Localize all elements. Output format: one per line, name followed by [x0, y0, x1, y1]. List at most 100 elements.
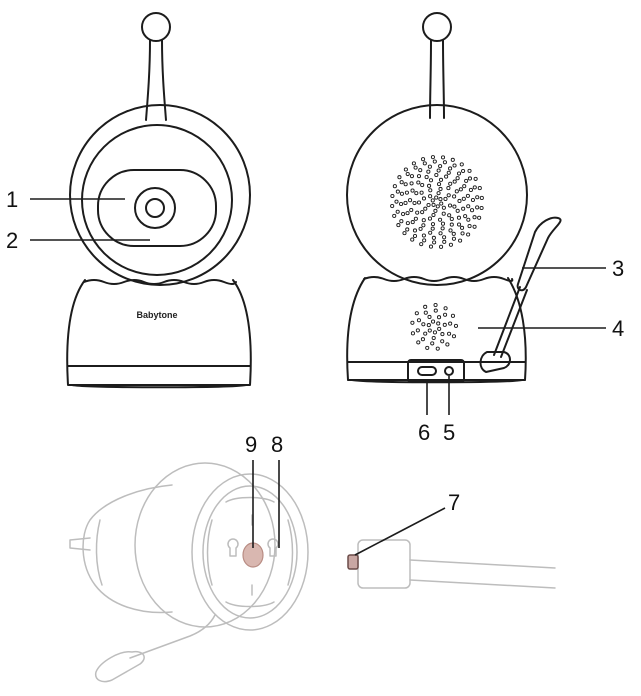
grille-hole: [403, 200, 408, 205]
grille-hole: [433, 308, 438, 313]
grille-hole: [463, 214, 468, 219]
grille-hole: [425, 345, 430, 350]
grille-hole: [431, 335, 436, 341]
grille-hole: [426, 169, 431, 174]
grille-hole: [421, 157, 426, 162]
grille-hole: [431, 202, 436, 207]
grille-hole: [423, 206, 428, 211]
grille-hole: [437, 326, 442, 331]
grille-hole: [431, 235, 436, 240]
antenna-tip-stem: [409, 559, 556, 589]
grille-hole: [436, 321, 441, 326]
grille-hole: [403, 182, 408, 187]
slot-left: [206, 519, 213, 586]
grille-hole: [403, 167, 408, 172]
grille-hole: [435, 346, 440, 351]
grille-hole: [430, 155, 435, 160]
grille-hole: [416, 200, 422, 205]
grille-hole: [441, 205, 446, 210]
grille-hole: [405, 221, 410, 226]
grille-hole: [411, 161, 416, 166]
grille-hole: [415, 328, 420, 333]
grille-hole: [428, 230, 433, 235]
grille-hole: [401, 212, 406, 217]
grille-hole: [412, 200, 417, 206]
antenna-tip-collar: [357, 539, 411, 589]
grille-hole: [397, 175, 402, 180]
grille-hole: [441, 211, 446, 216]
grille-hole: [427, 328, 432, 333]
grille-hole: [427, 183, 432, 188]
callout-8: 8: [271, 432, 283, 457]
grille-hole: [427, 164, 432, 169]
grille-hole: [405, 227, 410, 232]
grille-hole: [466, 204, 471, 209]
grille-hole: [395, 209, 400, 214]
front-head: [69, 104, 251, 286]
antenna-hinge: [479, 351, 511, 373]
grille-hole: [442, 239, 447, 244]
grille-hole: [444, 174, 449, 179]
underside-base-inner: [202, 485, 298, 619]
grille-hole: [442, 322, 447, 327]
grille-hole: [409, 207, 414, 213]
grille-hole: [427, 314, 432, 320]
grille-hole: [458, 238, 463, 243]
grille-hole: [439, 201, 444, 206]
grille-hole: [477, 186, 482, 191]
grille-hole: [438, 164, 443, 169]
grille-hole: [440, 221, 446, 226]
grille-hole: [451, 334, 457, 339]
callout-1: 1: [6, 187, 18, 212]
grille-hole: [452, 204, 457, 209]
grille-hole: [419, 190, 424, 195]
grille-hole: [421, 196, 427, 201]
grille-hole: [405, 211, 410, 216]
underside-antenna-paddle: [94, 650, 145, 683]
grille-hole: [455, 176, 460, 181]
grille-hole: [443, 312, 448, 317]
grille-hole: [428, 194, 433, 199]
grille-hole: [442, 160, 447, 165]
front-hang-strap: [145, 39, 167, 121]
slot-top: [225, 496, 275, 503]
grille-hole: [467, 176, 473, 181]
brand-logo: Babytone: [136, 310, 177, 320]
grille-hole: [452, 163, 457, 168]
grille-hole: [475, 195, 480, 200]
grille-hole: [416, 180, 421, 185]
grille-hole: [468, 187, 473, 192]
grille-hole: [436, 191, 441, 196]
leader-7: [354, 507, 446, 556]
grille-hole: [438, 197, 443, 202]
grille-hole: [448, 166, 453, 171]
grille-hole: [422, 238, 427, 243]
callout-9: 9: [245, 432, 257, 457]
grille-hole: [435, 204, 440, 209]
grille-hole: [440, 339, 445, 344]
grille-hole: [421, 223, 426, 228]
back-view: [346, 12, 606, 415]
grille-hole: [438, 217, 443, 222]
grille-hole: [456, 215, 462, 220]
grille-hole: [413, 165, 418, 170]
grille-hole: [420, 337, 425, 342]
grille-hole: [414, 191, 419, 196]
grille-hole: [461, 206, 466, 211]
antenna-paddle: [516, 216, 562, 292]
grille-hole: [452, 194, 457, 199]
grille-hole: [410, 331, 415, 336]
grille-hole: [448, 242, 453, 247]
grille-hole: [390, 193, 395, 199]
grille-hole: [461, 196, 466, 201]
grille-hole: [433, 208, 438, 213]
grille-hole: [462, 184, 467, 189]
grille-hole: [460, 225, 465, 230]
front-base-seam: [83, 279, 237, 285]
grille-hole: [395, 189, 400, 194]
back-head: [346, 104, 528, 286]
front-lens-core: [145, 198, 165, 218]
grille-hole: [454, 189, 459, 194]
grille-hole: [414, 311, 419, 316]
callout-5: 5: [443, 420, 455, 445]
